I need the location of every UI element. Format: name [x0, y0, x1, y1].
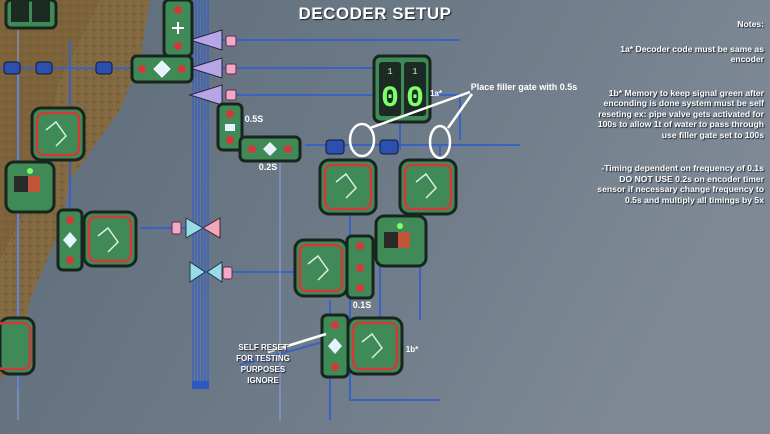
memory-block-6[interactable] — [346, 316, 404, 376]
timer-gate-01[interactable] — [345, 234, 375, 300]
logic-gate-not-1[interactable] — [130, 54, 194, 84]
logic-gate-top[interactable] — [162, 0, 194, 58]
label-timer-02: 0.2S — [259, 162, 278, 172]
ports — [3, 61, 399, 155]
digit-display-left — [4, 0, 58, 30]
note-1b: 1b* Memory to keep signal green after en… — [597, 87, 764, 140]
note-1a: 1a* Decoder code must be same as encoder — [620, 43, 764, 65]
label-1a: 1a* — [430, 89, 443, 98]
note-timing: -Timing dependent on frequency of 0.1s D… — [597, 163, 764, 205]
filter-gate-2[interactable] — [188, 57, 223, 79]
digit-top-2: 1 — [412, 67, 417, 77]
timer-gate-02[interactable] — [238, 135, 302, 163]
digit-2: 0 — [406, 82, 424, 116]
signal-switch-1[interactable] — [4, 160, 56, 214]
filter-gate-1[interactable] — [188, 29, 223, 51]
notes-panel: Notes: 1a* Decoder code must be same as … — [594, 8, 764, 216]
memory-block-4[interactable] — [398, 158, 458, 216]
self-reset-gate[interactable] — [320, 313, 350, 379]
label-timer-05: 0.5S — [245, 114, 264, 124]
digit-display: 0 0 1 1 — [372, 54, 432, 124]
label-1b: 1b* — [406, 345, 419, 354]
digit-top-1: 1 — [387, 67, 392, 77]
timer-gate-05[interactable] — [216, 102, 244, 152]
memory-block-7[interactable] — [0, 316, 36, 376]
label-timer-01: 0.1S — [353, 300, 372, 310]
wire-bundle-end — [192, 381, 209, 389]
label-filler-gate: Place filler gate with 0.5s — [471, 82, 578, 92]
annotation-lines — [267, 90, 474, 354]
memory-block-1[interactable] — [30, 106, 86, 162]
memory-block-3[interactable] — [318, 158, 378, 216]
bridge-gate-2[interactable] — [189, 261, 223, 283]
bridge-gate-1[interactable] — [185, 217, 221, 239]
memory-block-5[interactable] — [293, 238, 349, 298]
annotation-circles — [348, 122, 452, 160]
signal-switch-2[interactable] — [374, 214, 428, 268]
logic-gate-left-mid[interactable] — [56, 208, 84, 272]
digit-1: 0 — [381, 82, 399, 116]
filter-gate-3[interactable] — [188, 84, 223, 106]
notes-heading: Notes: — [737, 18, 764, 29]
memory-block-2[interactable] — [82, 210, 138, 268]
label-self-reset: SELF RESET FOR TESTING PURPOSES IGNORE — [236, 343, 290, 385]
pink-ports — [171, 35, 237, 280]
page-title: DECODER SETUP — [298, 4, 452, 23]
